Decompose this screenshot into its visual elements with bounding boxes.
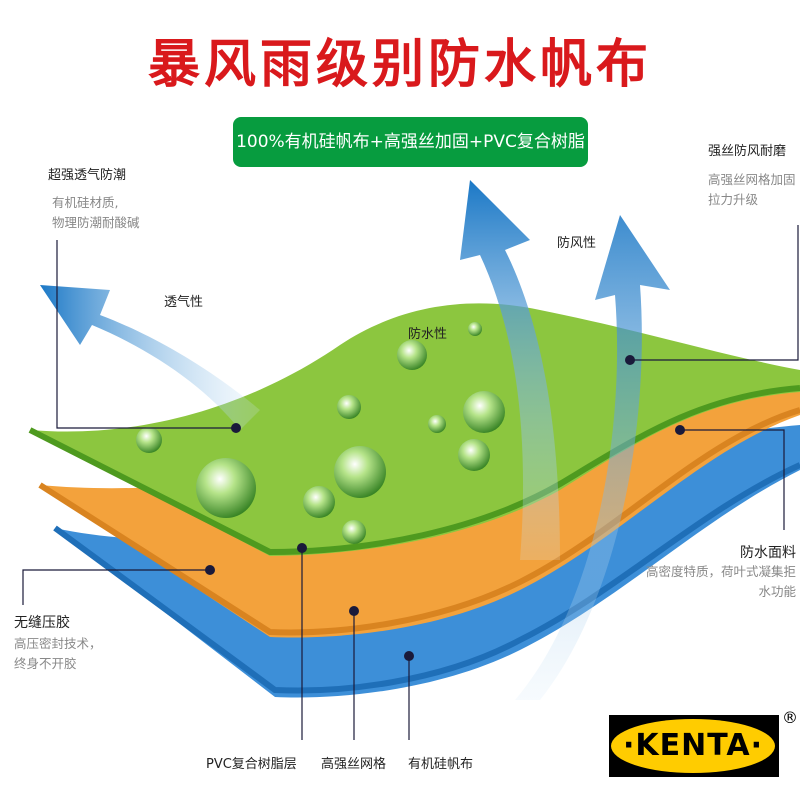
layer-label-pvc: PVC复合树脂层 (206, 757, 297, 772)
leader-dot (625, 355, 635, 365)
leader-dot (297, 543, 307, 553)
desc-line: 拉力升级 (708, 192, 759, 207)
kenta-logo: ·KENTA· (609, 715, 779, 777)
leader-dot (404, 651, 414, 661)
label-breathability: 透气性 (164, 295, 204, 310)
breathability-arrow (40, 285, 260, 430)
water-drop (342, 520, 366, 544)
water-drop (397, 340, 427, 370)
registered-mark: ® (782, 708, 798, 727)
blue-layer-edge (53, 462, 800, 694)
windproof-arrow-left (460, 180, 560, 560)
water-drop (337, 395, 361, 419)
leader-lines (22, 225, 799, 740)
callout-heading-strong: 强丝防风耐磨 (708, 144, 787, 159)
callout-desc-breathable: 有机硅材质, 物理防潮耐酸碱 (52, 193, 140, 233)
water-drop (468, 322, 482, 336)
green-layer-edge (28, 385, 800, 556)
callout-desc-strong: 高强丝网格加固 拉力升级 (708, 170, 796, 210)
desc-line: 高强丝网格加固 (708, 172, 796, 187)
logo-text: ·KENTA· (611, 719, 775, 773)
desc-line: 水功能 (758, 584, 796, 599)
desc-line: 高压密封技术， (14, 636, 102, 651)
leader-line (22, 569, 210, 605)
leader-dot (231, 423, 241, 433)
windproof-arrow-right (515, 215, 670, 700)
water-drop (458, 439, 490, 471)
page-title: 暴风雨级别防水帆布 (147, 35, 652, 95)
callout-desc-waterproof: 高密度特质，荷叶式凝集拒 水功能 (646, 562, 796, 602)
desc-line: 终身不开胶 (14, 656, 77, 671)
water-drop (303, 486, 335, 518)
desc-line: 有机硅材质, (52, 195, 119, 210)
desc-line: 物理防潮耐酸碱 (52, 215, 140, 230)
layer-label-silicone: 有机硅帆布 (408, 757, 474, 772)
water-drop (428, 415, 446, 433)
material-banner: 100%有机硅帆布+高强丝加固+PVC复合树脂 (233, 117, 588, 167)
callout-heading-breathable: 超强透气防潮 (48, 168, 127, 183)
callout-heading-seamless: 无缝压胶 (14, 615, 70, 631)
leader-line (680, 429, 785, 530)
leader-line (56, 240, 236, 429)
leader-dot (675, 425, 685, 435)
water-drop (136, 427, 162, 453)
layer-label-mesh: 高强丝网格 (321, 757, 387, 772)
label-waterproof: 防水性 (408, 327, 448, 342)
water-drop (334, 446, 386, 498)
orange-layer-edge (38, 407, 800, 636)
desc-line: 高密度特质，荷叶式凝集拒 (645, 564, 796, 579)
label-windproof: 防风性 (557, 236, 597, 251)
leader-dot (205, 565, 215, 575)
leader-line (630, 225, 799, 361)
callout-heading-waterproof: 防水面料 (740, 545, 796, 561)
callout-desc-seamless: 高压密封技术， 终身不开胶 (14, 634, 102, 674)
water-drop (196, 458, 256, 518)
leader-dot (349, 606, 359, 616)
leader-dots (205, 355, 685, 661)
water-drops (136, 322, 505, 544)
water-drop (463, 391, 505, 433)
